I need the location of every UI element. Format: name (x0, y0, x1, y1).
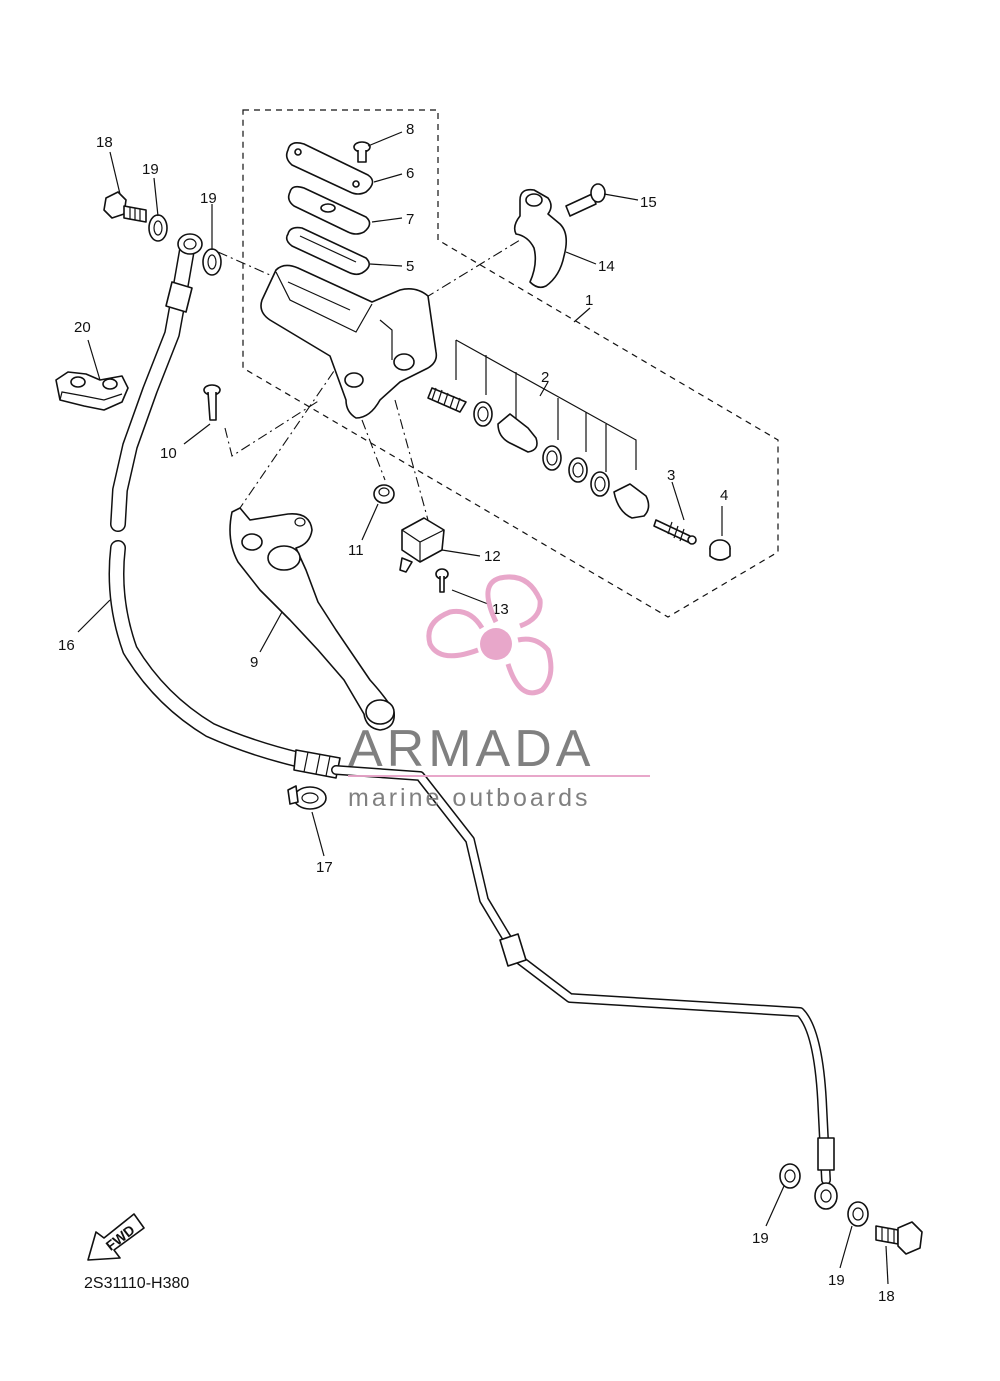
callout-3: 3 (667, 467, 675, 484)
leader-bracket (424, 239, 521, 299)
grommet-11 (373, 484, 395, 504)
callout-15: 15 (640, 194, 657, 211)
assembly-boundary (242, 109, 779, 618)
callout-8: 8 (406, 121, 414, 138)
cap-4 (709, 539, 731, 561)
callout-10: 10 (160, 445, 177, 462)
damper-17 (287, 785, 327, 810)
switch-12 (399, 517, 445, 573)
gasket-19-bottom-a (779, 1163, 801, 1189)
callout-19-bottom-a: 19 (752, 1230, 769, 1247)
plate-7 (287, 185, 371, 235)
watermark-brand: ARMADA (348, 720, 594, 778)
screw-8 (353, 141, 371, 163)
callout-4: 4 (720, 487, 728, 504)
callout-19-top-a: 19 (142, 161, 159, 178)
hose-holder-20 (55, 371, 129, 411)
clutch-hose-16 (108, 233, 341, 779)
diaphragm-5 (285, 226, 370, 276)
clutch-pipe (331, 765, 838, 1210)
callout-leaders (77, 131, 889, 1285)
callout-17: 17 (316, 859, 333, 876)
callout-5: 5 (406, 258, 414, 275)
callout-9: 9 (250, 654, 258, 671)
callout-12: 12 (484, 548, 501, 565)
propeller-logo (426, 574, 554, 696)
watermark-tagline: marine outboards (348, 784, 591, 812)
screw-13 (435, 568, 449, 593)
union-bolt-18-bottom (875, 1221, 923, 1255)
callout-18-top: 18 (96, 134, 113, 151)
gasket-19-top-a (148, 214, 168, 242)
leader-grommet (361, 419, 386, 481)
leader-switch (394, 399, 429, 521)
drawing-code: 2S31110-H380 (84, 1275, 189, 1292)
leader-pin (224, 399, 321, 457)
callout-7: 7 (406, 211, 414, 228)
clutch-lever-9 (229, 507, 396, 731)
callout-1: 1 (585, 292, 593, 309)
callout-19-top-b: 19 (200, 190, 217, 207)
armada-watermark: ARMADA marine outboards (348, 574, 650, 812)
callout-18-bottom: 18 (878, 1288, 895, 1305)
callout-14: 14 (598, 258, 615, 275)
leader-banjo (217, 251, 271, 276)
leader-lever-pivot (239, 354, 346, 509)
master-cylinder-body (260, 264, 438, 419)
forward-direction-arrow: FWD (87, 1213, 145, 1261)
union-bolt-18-top (103, 191, 147, 223)
gasket-19-top-b (202, 248, 222, 276)
callout-16: 16 (58, 637, 75, 654)
callout-19-bottom-b: 19 (828, 1272, 845, 1289)
callout-11: 11 (348, 542, 364, 559)
bolt-15 (565, 183, 606, 217)
callout-6: 6 (406, 165, 414, 182)
gasket-19-bottom-b (847, 1201, 869, 1227)
cover-6 (285, 142, 374, 195)
callout-13: 13 (492, 601, 509, 618)
clamp-bracket-14 (513, 188, 568, 289)
callout-20: 20 (74, 319, 91, 336)
push-rod-3 (653, 519, 697, 545)
pivot-bolt-10 (203, 384, 221, 421)
callout-2: 2 (541, 369, 549, 386)
piston-kit-2 (427, 339, 650, 519)
